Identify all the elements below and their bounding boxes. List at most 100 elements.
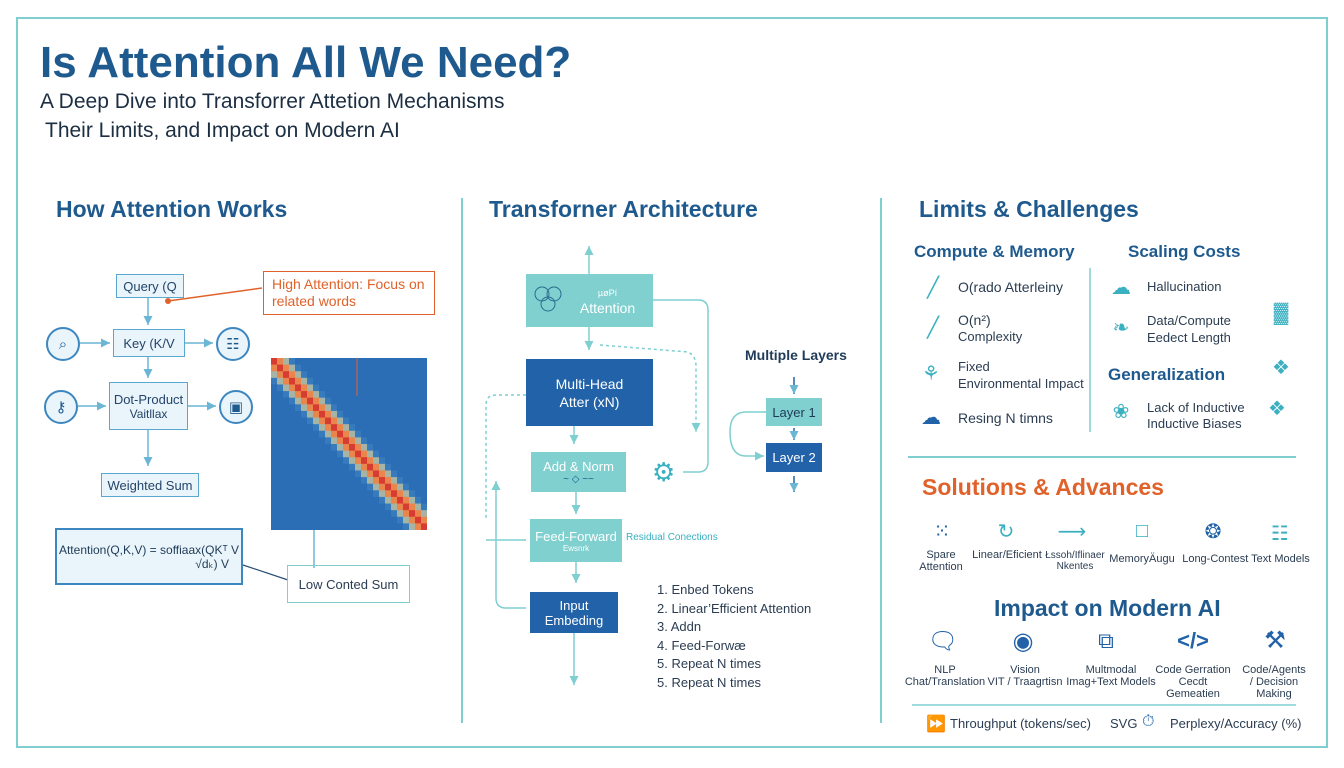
heatmap-cell	[403, 437, 410, 445]
heatmap-cell	[409, 457, 416, 465]
heatmap-cell	[289, 371, 296, 379]
heatmap-cell	[385, 444, 392, 452]
heatmap-cell	[421, 516, 427, 524]
heatmap-cell	[391, 510, 398, 518]
heatmap-cell	[307, 371, 314, 379]
heatmap-cell	[379, 490, 386, 498]
heatmap-cell	[313, 371, 320, 379]
heatmap-cell	[361, 483, 368, 491]
heatmap-cell	[289, 477, 296, 485]
heatmap-cell	[313, 470, 320, 478]
heatmap-cell	[391, 470, 398, 478]
formula-line-1: Attention(Q,K,V) = soffiaax(QKᵀ V	[58, 542, 240, 557]
heatmap-cell	[295, 377, 302, 385]
heatmap-cell	[277, 483, 284, 491]
heatmap-cell	[325, 483, 332, 491]
heatmap-cell	[325, 424, 332, 432]
heatmap-cell	[295, 384, 302, 392]
heatmap-cell	[343, 490, 350, 498]
heatmap-cell	[391, 523, 398, 530]
heatmap-cell	[355, 510, 362, 518]
heatmap-cell	[343, 470, 350, 478]
heatmap-cell	[403, 410, 410, 419]
heatmap-cell	[283, 410, 290, 419]
generalization-item: Lack of Inductive	[1147, 400, 1245, 415]
heatmap-cell	[319, 371, 326, 379]
heatmap-cell	[355, 377, 362, 385]
heatmap-cell	[289, 410, 296, 419]
heatmap-cell	[301, 463, 308, 471]
heatmap-cell	[385, 424, 392, 432]
heatmap-cell	[331, 384, 338, 392]
heatmap-cell	[301, 523, 308, 530]
residual-label: Residual Conections	[626, 532, 718, 543]
heatmap-cell	[385, 503, 392, 511]
heatmap-cell	[373, 410, 380, 419]
heatmap-cell	[397, 437, 404, 445]
wave-icon: ~ ◇ ~~	[563, 474, 594, 485]
heatmap-cell	[367, 417, 374, 425]
heatmap-cell	[331, 358, 338, 366]
heatmap-cell	[343, 371, 350, 379]
heatmap-cell	[397, 404, 404, 412]
heatmap-cell	[379, 358, 386, 366]
heatmap-cell	[313, 523, 320, 530]
heatmap-cell	[271, 417, 278, 425]
heatmap-cell	[379, 424, 386, 432]
circles-icon	[534, 286, 562, 312]
heatmap-cell	[415, 444, 422, 452]
heatmap-cell	[403, 358, 410, 366]
heatmap-cell	[385, 437, 392, 445]
heatmap-cell	[349, 503, 356, 511]
heatmap-cell	[289, 384, 296, 392]
compute-item: Environmental Impact	[958, 376, 1084, 391]
heatmap-cell	[277, 371, 284, 379]
heatmap-cell	[373, 444, 380, 452]
heatmap-cell	[421, 417, 427, 425]
heatmap-cell	[337, 444, 344, 452]
heatmap-cell	[373, 437, 380, 445]
heatmap-cell	[277, 463, 284, 471]
heatmap-cell	[325, 384, 332, 392]
throughput-label: Throughput (tokens/sec)	[950, 716, 1091, 731]
heatmap-cell	[361, 444, 368, 452]
heatmap-cell	[403, 397, 410, 405]
square-icon: □	[1135, 519, 1149, 542]
heatmap-cell	[271, 397, 278, 405]
impact-label: Code Gerration Cecdt Gemeatien	[1153, 664, 1233, 700]
heatmap-cell	[343, 417, 350, 425]
how-attention-heading: How Attention Works	[56, 196, 288, 222]
heatmap-cell	[391, 516, 398, 524]
heatmap-cell	[385, 391, 392, 399]
heatmap-cell	[271, 503, 278, 511]
heatmap-cell	[391, 437, 398, 445]
heatmap-cell	[391, 490, 398, 498]
heatmap-cell	[397, 463, 404, 471]
heatmap-cell	[343, 483, 350, 491]
chart-line-icon: ╱	[926, 316, 940, 339]
heatmap-cell	[421, 384, 427, 392]
heatmap-cell	[415, 430, 422, 438]
page-frame	[16, 17, 1328, 748]
heatmap-cell	[277, 391, 284, 399]
puzzle-piece-icon: ❖	[1268, 397, 1286, 420]
heatmap-cell	[367, 457, 374, 465]
heatmap-cell	[271, 437, 278, 445]
heatmap-cell	[277, 470, 284, 478]
heatmap-cell	[319, 523, 326, 530]
heatmap-cell	[415, 377, 422, 385]
heatmap-cell	[307, 470, 314, 478]
heatmap-cell	[403, 430, 410, 438]
heatmap-cell	[301, 417, 308, 425]
heatmap-cell	[355, 477, 362, 485]
heatmap-cell	[283, 384, 290, 392]
heatmap-cell	[397, 477, 404, 485]
heatmap-cell	[385, 404, 392, 412]
heatmap-cell	[349, 384, 356, 392]
heatmap-cell	[295, 490, 302, 498]
heatmap-cell	[403, 470, 410, 478]
heatmap-cell	[325, 510, 332, 518]
heatmap-cell	[397, 397, 404, 405]
add-norm-block: Add & Norm ~ ◇ ~~	[531, 452, 626, 492]
heatmap-cell	[307, 397, 314, 405]
